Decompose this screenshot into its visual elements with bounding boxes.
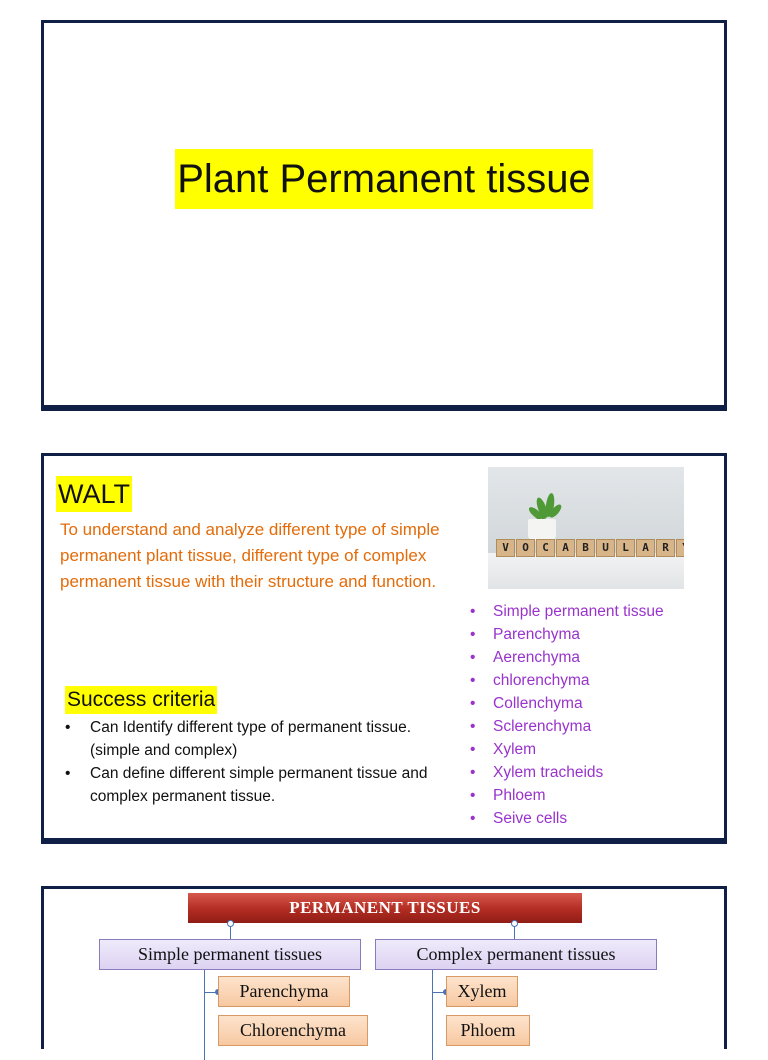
vocab-item: Xylem tracheids bbox=[467, 761, 664, 784]
walt-text: To understand and analyze different type… bbox=[60, 520, 440, 591]
parenchyma-box: Parenchyma bbox=[218, 976, 350, 1007]
xylem-box: Xylem bbox=[446, 976, 518, 1007]
vocab-item: Seive cells bbox=[467, 807, 664, 830]
letter-tile: B bbox=[576, 539, 595, 557]
letter-tile: A bbox=[636, 539, 655, 557]
slide-title: Plant Permanent tissue bbox=[41, 20, 727, 411]
vocab-item: Sclerenchyma bbox=[467, 715, 664, 738]
simple-permanent-tissues-box: Simple permanent tissues bbox=[99, 939, 361, 970]
vocab-item: Xylem bbox=[467, 738, 664, 761]
plant-pot-icon bbox=[528, 519, 556, 541]
letter-tile: A bbox=[556, 539, 575, 557]
letter-tile: C bbox=[536, 539, 555, 557]
vocab-item: Aerenchyma bbox=[467, 646, 664, 669]
letter-tile: U bbox=[596, 539, 615, 557]
success-item: Can define different simple permanent ti… bbox=[62, 762, 432, 808]
letter-tile: O bbox=[516, 539, 535, 557]
vocab-item: Collenchyma bbox=[467, 692, 664, 715]
vocab-item: Parenchyma bbox=[467, 623, 664, 646]
vocabulary-tiles: VOCABULARY bbox=[496, 539, 684, 557]
vocab-item: Phloem bbox=[467, 784, 664, 807]
vocabulary-list: Simple permanent tissue Parenchyma Aeren… bbox=[467, 600, 664, 830]
letter-tile: R bbox=[656, 539, 675, 557]
success-item: Can Identify different type of permanent… bbox=[62, 716, 432, 762]
success-criteria-heading: Success criteria bbox=[65, 686, 218, 714]
letter-tile: V bbox=[496, 539, 515, 557]
success-criteria-list: Can Identify different type of permanent… bbox=[62, 716, 432, 808]
letter-tile: Y bbox=[676, 539, 684, 557]
permanent-tissues-heading: PERMANENT TISSUES bbox=[188, 893, 582, 923]
vocab-item: Simple permanent tissue bbox=[467, 600, 664, 623]
page-title: Plant Permanent tissue bbox=[175, 149, 593, 209]
phloem-box: Phloem bbox=[446, 1015, 530, 1046]
vocabulary-image: VOCABULARY bbox=[488, 467, 684, 589]
walt-heading: WALT bbox=[56, 476, 132, 512]
slide-permanent-tissues: PERMANENT TISSUES Simple permanent tissu… bbox=[41, 886, 727, 1060]
slide-walt: WALT To understand and analyze different… bbox=[41, 453, 727, 844]
letter-tile: L bbox=[616, 539, 635, 557]
chlorenchyma-box: Chlorenchyma bbox=[218, 1015, 368, 1046]
complex-permanent-tissues-box: Complex permanent tissues bbox=[375, 939, 657, 970]
vocab-item: chlorenchyma bbox=[467, 669, 664, 692]
